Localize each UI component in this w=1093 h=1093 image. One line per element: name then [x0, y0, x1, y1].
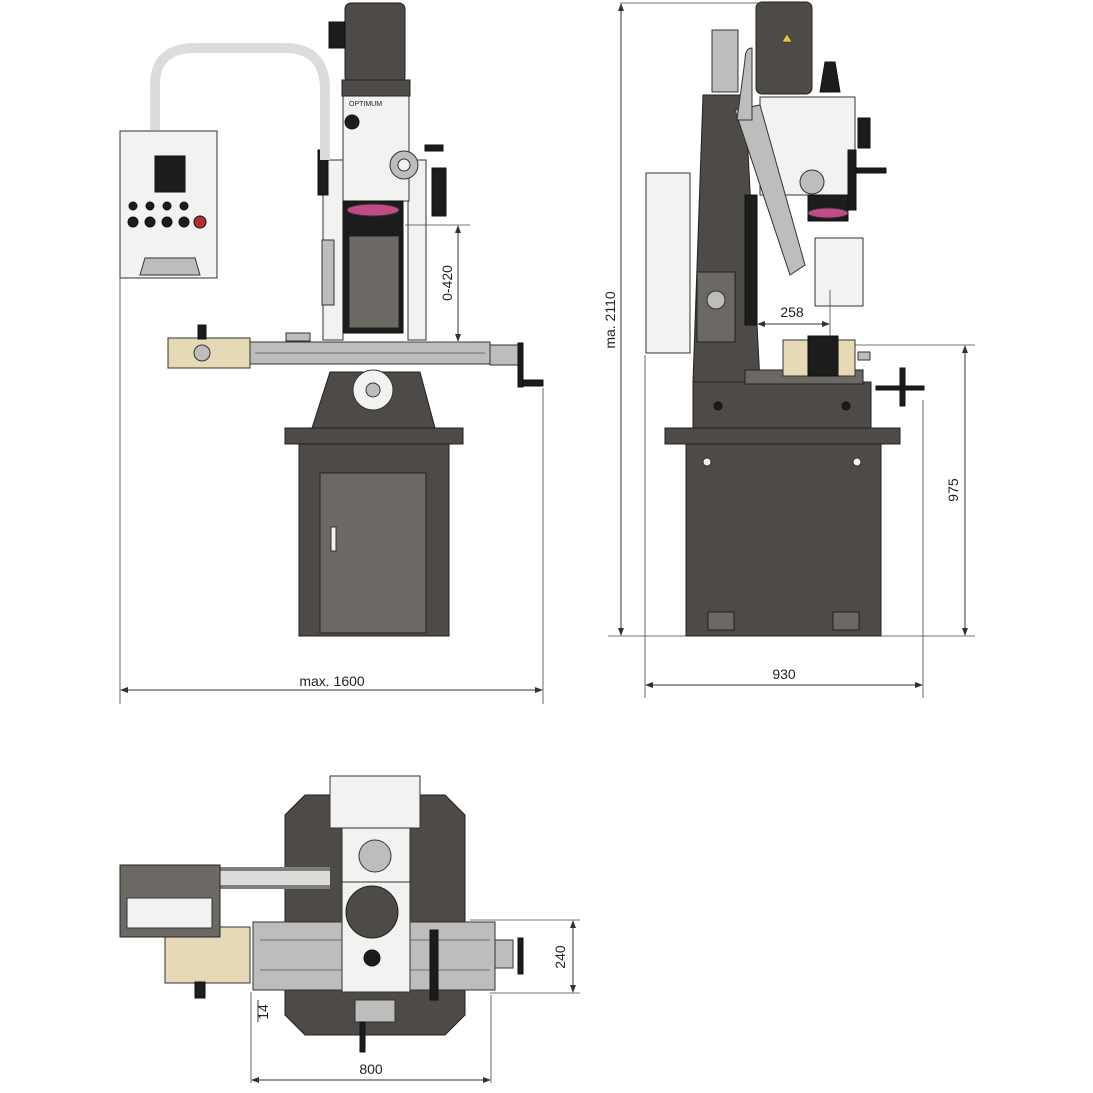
dim-top-width: 800 [359, 1061, 383, 1077]
speed-knob[interactable] [344, 114, 360, 130]
dim-side-throat: 258 [780, 304, 804, 320]
side-back-panel [645, 172, 691, 354]
front-column-right [407, 159, 427, 341]
control-buttons[interactable] [127, 201, 207, 229]
dim-top-table-depth: 240 [552, 945, 568, 969]
side-motor [755, 1, 813, 95]
dim-top-offset: 14 [255, 1004, 271, 1020]
side-chip-guard [814, 237, 864, 307]
dim-side-table-height: 975 [945, 478, 961, 502]
front-head [342, 95, 410, 202]
dim-side-depth: 930 [772, 666, 796, 682]
front-cabinet-door [319, 472, 427, 634]
top-motor-fan [358, 839, 392, 873]
brand-label: OPTIMUM [349, 101, 382, 108]
front-motor [344, 2, 406, 84]
top-back-panel [329, 775, 421, 829]
dim-side-height: ma. 2110 [602, 291, 618, 349]
side-stand [685, 442, 882, 637]
top-dimensions: 240 800 14 [250, 919, 580, 1083]
side-dimensions: ma. 2110 258 975 930 [602, 2, 975, 698]
side-base [692, 381, 872, 429]
top-motor [345, 885, 399, 939]
top-table-crank[interactable] [517, 937, 524, 975]
side-spindle-ring [807, 207, 849, 219]
dim-front-height: 0-420 [439, 265, 455, 301]
front-view: OPTIMUM [119, 2, 544, 637]
side-handwheel[interactable] [706, 290, 726, 310]
dim-front-width: max. 1600 [299, 673, 365, 689]
front-table-crank[interactable] [517, 342, 524, 388]
control-display [154, 155, 186, 193]
side-stand-top [664, 427, 901, 445]
side-view [645, 1, 925, 637]
door-handle [330, 526, 337, 552]
front-chip-guard [348, 235, 400, 329]
quill-lever[interactable] [431, 167, 447, 217]
control-box-handle[interactable] [139, 257, 201, 276]
front-dimensions: max. 1600 0-420 [119, 224, 544, 704]
front-spindle-ring [346, 203, 400, 217]
top-view [119, 775, 524, 1053]
front-stand-top [284, 427, 464, 445]
